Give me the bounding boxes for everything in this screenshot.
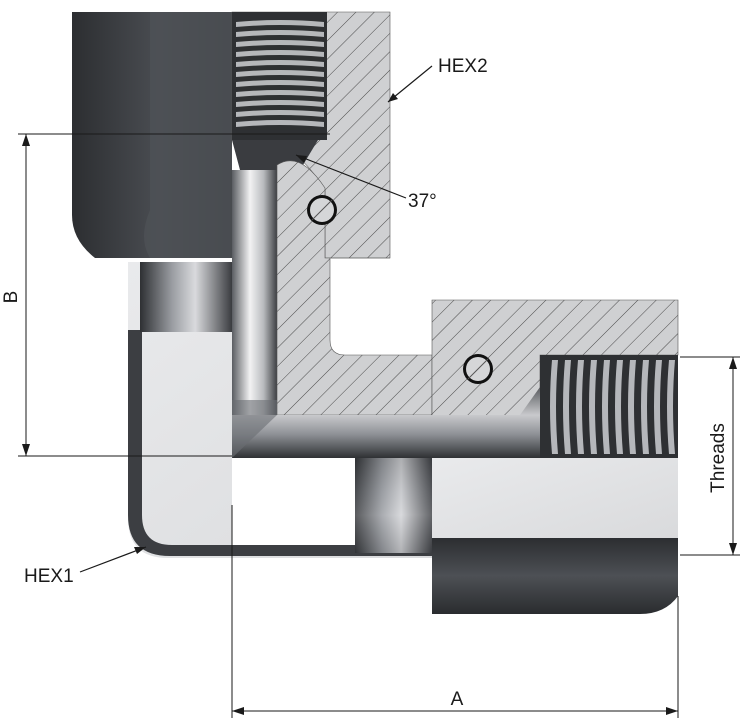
hex1-nut [432,538,678,614]
dim-threads-arrow-top [729,357,737,369]
thread-ridge [236,40,324,47]
dim-threads-arrow-bottom [729,543,737,555]
cone-seat [232,140,318,170]
angle-leader-arrow [296,155,307,163]
dim-b-arrow-top [22,134,30,146]
thread-ridge [654,360,662,454]
upper-collar [140,262,232,332]
thread-ridge [236,80,324,87]
thread-ridge [641,360,649,454]
thread-ridge [628,360,636,454]
lower-collar-shade [355,458,432,553]
thread-ridge [236,90,324,97]
right-body [432,458,678,538]
hex1-leader-arrow [134,547,146,554]
thread-ridge [615,360,623,454]
elbow-section-vertical [276,160,433,416]
thread-ridge [236,70,324,77]
thread-ridge [236,120,324,127]
elbow-body [128,262,515,558]
vertical-threads [236,20,324,127]
thread-ridge [236,50,324,57]
dim-a-label: A [451,689,464,710]
thread-ridge [236,110,324,117]
o-ring-upper-hatch [311,199,333,221]
thread-ridge [550,360,558,454]
horizontal-passage [232,380,548,458]
dim-a-arrow-right [666,707,678,715]
thread-ridge [236,30,324,37]
thread-ridge [576,360,584,454]
hex1-leader [79,546,147,573]
dim-a-arrow-left [232,707,244,715]
dim-b-arrow-bottom [22,444,30,456]
thread-ridge [563,360,571,454]
threads-label: Threads [708,423,729,493]
angle-leader [295,154,407,199]
hex2-nut-facet [144,12,232,258]
o-ring-lower-hatch [467,358,489,380]
thread-ridge [236,100,324,107]
hex2-leader-arrow [388,93,398,102]
thread-ridge [589,360,597,454]
thread-ridge [602,360,610,454]
passage-bend [232,400,277,458]
thread-ridge [236,60,324,67]
hex1-label: HEX1 [24,566,74,587]
thread-ridge [667,360,675,454]
angle-label: 37° [408,191,437,212]
horizontal-threads [550,360,675,454]
hex2-label: HEX2 [438,56,488,77]
thread-ridge [236,20,324,27]
dim-b-label: B [1,291,22,304]
vertical-passage [232,170,277,445]
